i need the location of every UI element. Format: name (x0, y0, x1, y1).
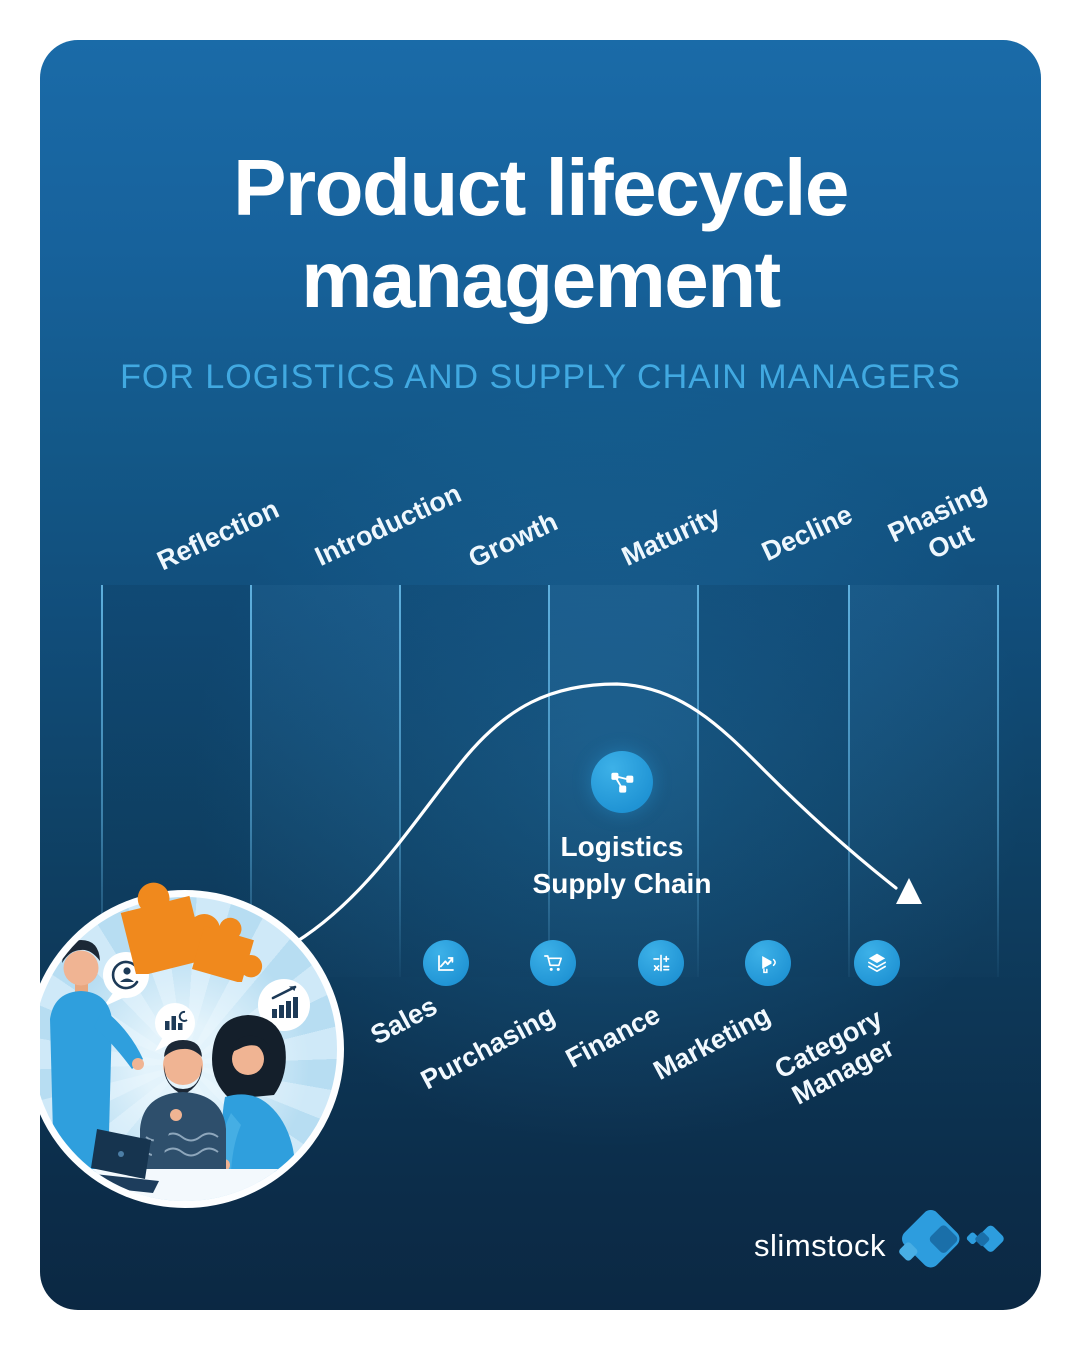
line-chart-icon (438, 955, 454, 971)
grid-line (250, 585, 252, 977)
role-purchasing (530, 940, 576, 986)
role-sales (423, 940, 469, 986)
column-introduction (250, 585, 399, 977)
puzzle-piece-large (120, 882, 221, 974)
figure-seated-man (140, 1040, 226, 1172)
layers-icon (868, 953, 886, 972)
laptop (77, 1129, 159, 1193)
role-finance (638, 940, 684, 986)
grid-line (997, 585, 999, 977)
page-title: Product lifecycle management (40, 142, 1041, 326)
column-growth (399, 585, 548, 977)
page-title-line2: management (301, 235, 781, 324)
puzzle-piece-small (191, 917, 263, 982)
lifecycle-curve (284, 682, 922, 950)
infographic-card: Product lifecycle management FOR LOGISTI… (40, 40, 1041, 1310)
network-nodes-icon (611, 772, 634, 793)
slimstock-wordmark: slimstock (754, 1228, 886, 1263)
calculator-icon (653, 954, 670, 972)
grid-line (548, 585, 550, 977)
speech-bubble-bars-icon (155, 1003, 195, 1051)
logistics-supply-chain-node (591, 751, 653, 813)
page-title-line1: Product lifecycle (233, 143, 849, 232)
logistics-supply-chain-label: Logistics Supply Chain (532, 831, 712, 899)
figure-standing-man (50, 940, 144, 1172)
grid-line (101, 585, 103, 977)
curve-path (284, 682, 898, 950)
page-subtitle: FOR LOGISTICS AND SUPPLY CHAIN MANAGERS (120, 358, 961, 396)
curve-arrowhead-icon (896, 878, 922, 904)
grid-line (399, 585, 401, 977)
role-marketing (745, 940, 791, 986)
team-illustration-figures (40, 940, 337, 1201)
column-decline (697, 585, 848, 977)
grid-line (697, 585, 699, 977)
team-illustration (40, 890, 344, 1208)
slimstock-logomark-icon (899, 1209, 1004, 1268)
megaphone-icon (762, 956, 776, 974)
grid-line (848, 585, 850, 977)
column-phasing-out (848, 585, 997, 977)
role-category-manager (854, 940, 900, 986)
shopping-cart-icon (544, 955, 562, 971)
